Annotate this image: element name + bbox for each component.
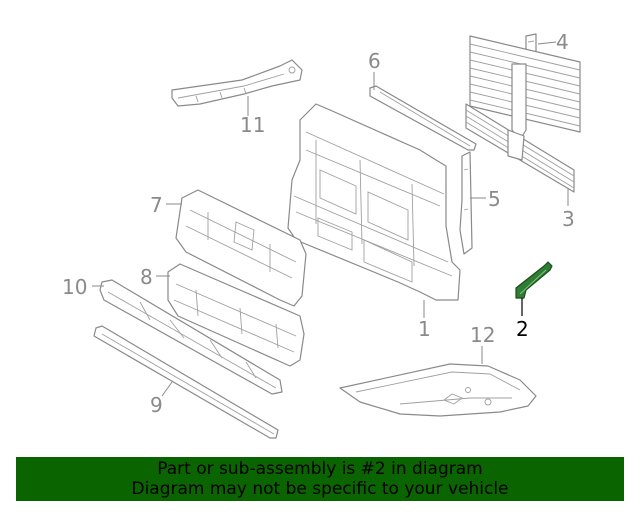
banner-line-2: Diagram may not be specific to your vehi… (131, 479, 509, 499)
callout-5: 5 (488, 187, 501, 211)
part-1-radiator-support (287, 103, 461, 301)
leader-lines (92, 41, 569, 397)
callout-6: 6 (368, 49, 381, 73)
callout-9: 9 (150, 393, 163, 417)
callout-4: 4 (556, 30, 569, 54)
part-9-bottom-strip (93, 325, 279, 439)
banner-line-1: Part or sub-assembly is #2 in diagram (157, 459, 483, 479)
callout-10: 10 (62, 275, 87, 299)
callout-1: 1 (418, 317, 431, 341)
callout-2: 2 (516, 317, 529, 341)
callout-3: 3 (562, 207, 575, 231)
part-8-air-deflector-lower (167, 263, 305, 367)
callout-12: 12 (470, 323, 495, 347)
callout-11: 11 (240, 113, 265, 137)
part-11-upper-bracket (171, 59, 303, 107)
part-5-side-bracket (459, 151, 473, 255)
part-10-lower-shield (99, 279, 283, 395)
fitment-notice-banner: Part or sub-assembly is #2 in diagram Di… (16, 457, 624, 501)
part-2-bracket-highlighted (515, 261, 553, 299)
callout-7: 7 (150, 193, 163, 217)
parts-diagram: 11 6 4 3 5 1 7 8 10 9 12 2 (62, 30, 581, 439)
part-7-air-deflector (175, 189, 307, 307)
callout-labels: 11 6 4 3 5 1 7 8 10 9 12 2 (62, 30, 575, 417)
part-3-grille-shutter (465, 35, 581, 193)
part-6-seal-strip (369, 85, 477, 151)
callout-8: 8 (140, 265, 153, 289)
part-12-splash-shield (339, 363, 537, 417)
